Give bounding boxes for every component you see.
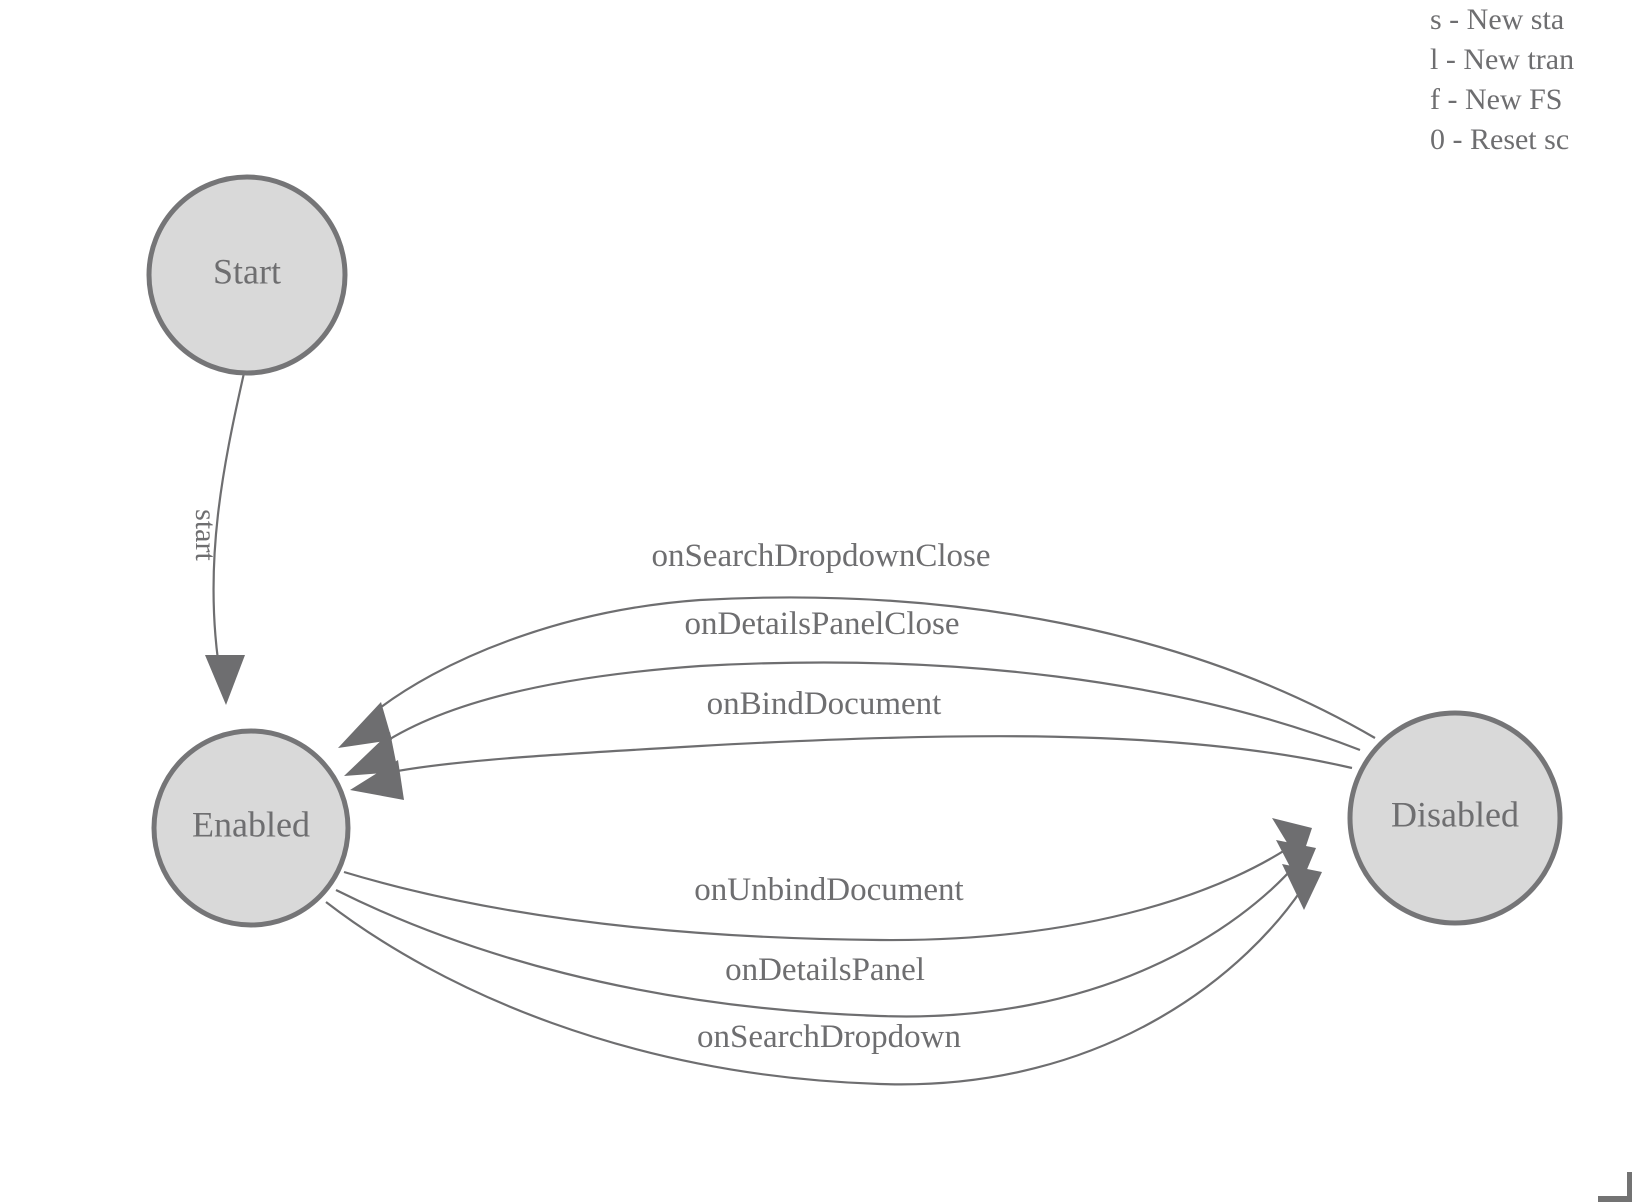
edge-on-bind-document[interactable] (350, 735, 1353, 800)
edge-on-details-panel[interactable] (335, 840, 1316, 1018)
edge-path-on-search-dropdown (325, 885, 1305, 1086)
edge-path-on-details-panel-close (381, 661, 1361, 752)
edge-label-start: start (189, 509, 222, 561)
node-enabled[interactable]: Enabled (151, 728, 351, 928)
help-line-new-fsm: f - New FS (1430, 83, 1563, 116)
arrow-head-start (205, 655, 245, 705)
edge-path-on-bind-document (391, 735, 1353, 774)
edge-label-on-bind-document: onBindDocument (707, 686, 942, 722)
node-start-circle[interactable] (146, 174, 348, 376)
arrow-head-on-details-panel-close (344, 732, 398, 776)
edge-label-on-details-panel-close: onDetailsPanelClose (685, 606, 960, 642)
help-line-new-state: s - New sta (1430, 3, 1565, 36)
edge-path-start (212, 372, 246, 661)
window-corner-vertical-rule (1627, 1172, 1632, 1202)
help-shortcuts-overlay: s - New sta l - New tran f - New FS 0 - … (1430, 0, 1632, 160)
node-enabled-circle[interactable] (151, 728, 351, 928)
arrow-head-on-search-dropdown-close (338, 702, 392, 748)
node-start-label: Start (213, 251, 281, 291)
edge-path-on-search-dropdown-close (371, 596, 1376, 739)
node-disabled[interactable]: Disabled (1347, 710, 1563, 926)
window-corner-horizontal-rule (1598, 1196, 1632, 1202)
node-start[interactable]: Start (146, 174, 348, 376)
edge-label-on-search-dropdown-close: onSearchDropdownClose (651, 538, 990, 574)
help-line-new-transition: l - New tran (1430, 43, 1575, 76)
arrow-head-on-bind-document (350, 760, 404, 800)
node-disabled-circle[interactable] (1347, 710, 1563, 926)
edge-on-search-dropdown[interactable] (325, 864, 1322, 1086)
edge-label-on-details-panel: onDetailsPanel (725, 952, 925, 988)
edge-path-on-details-panel (335, 861, 1299, 1018)
edge-on-details-panel-close[interactable] (344, 661, 1361, 777)
edge-label-on-search-dropdown: onSearchDropdown (697, 1019, 961, 1055)
edge-on-search-dropdown-close[interactable] (338, 596, 1376, 748)
arrow-head-on-details-panel (1276, 840, 1316, 886)
help-line-reset: 0 - Reset sc (1430, 123, 1570, 156)
edge-label-on-unbind-document: onUnbindDocument (694, 872, 963, 908)
node-enabled-label: Enabled (192, 804, 310, 844)
arrow-head-on-search-dropdown (1282, 864, 1322, 910)
edge-path-on-unbind-document (343, 839, 1301, 942)
edge-start-to-enabled[interactable] (205, 372, 246, 705)
node-disabled-label: Disabled (1391, 794, 1519, 834)
